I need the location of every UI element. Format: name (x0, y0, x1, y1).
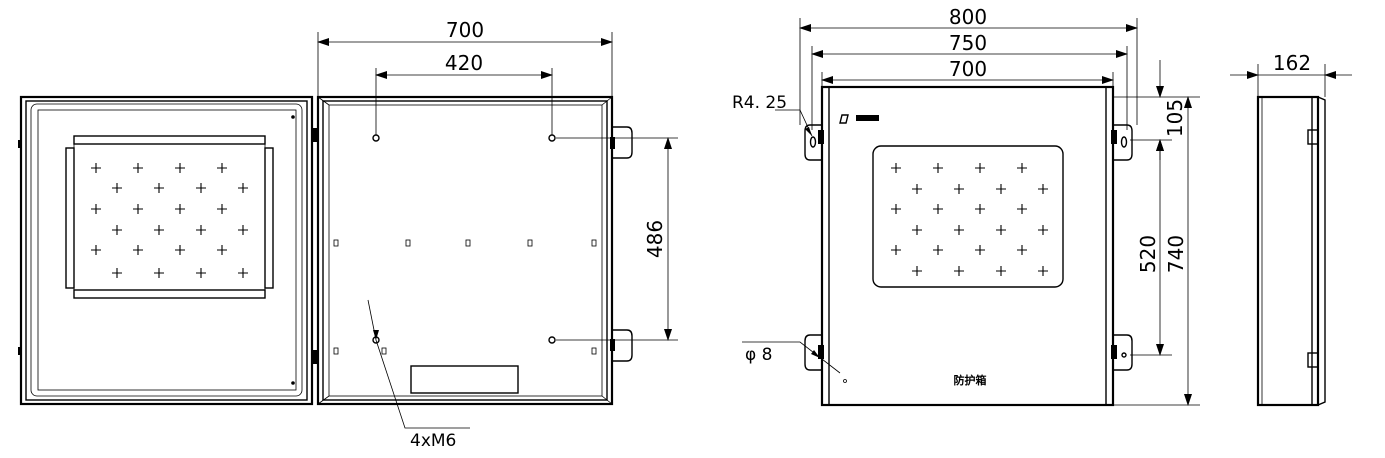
vent-cross (175, 163, 185, 173)
vent-crosses-door (91, 163, 248, 278)
radius-callout: R4. 25 (732, 93, 787, 113)
mounting-holes (372, 134, 556, 344)
vent-cross (217, 163, 227, 173)
vent-cross (933, 204, 943, 214)
side-view: 162 (1230, 51, 1352, 407)
vent-cross (112, 225, 122, 235)
vent-cross (891, 204, 901, 214)
open-door-view (18, 95, 318, 406)
vent-cross (1017, 204, 1027, 214)
vent-cross (196, 225, 206, 235)
dim-height-740: 740 (1164, 235, 1188, 273)
vent-cross (91, 245, 101, 255)
vent-cross (175, 245, 185, 255)
box-interior-view (316, 95, 633, 406)
vent-cross (954, 184, 964, 194)
dim-ear-vertical-520: 520 (1136, 235, 1160, 273)
vent-cross (954, 225, 964, 235)
vent-cross (217, 204, 227, 214)
vent-cross (154, 225, 164, 235)
vent-cross (1017, 245, 1027, 255)
vent-cross (238, 183, 248, 193)
vent-crosses-window (891, 163, 1048, 276)
vent-cross (891, 163, 901, 173)
vent-cross (954, 266, 964, 276)
vent-cross (996, 184, 1006, 194)
vent-cross (112, 183, 122, 193)
vent-cross (175, 204, 185, 214)
dim-hole-spacing-486: 486 (643, 220, 667, 258)
vent-cross (154, 268, 164, 278)
vent-cross (996, 266, 1006, 276)
dim-width-700: 700 (446, 18, 484, 42)
vent-cross (196, 183, 206, 193)
vent-cross (912, 266, 922, 276)
vent-cross (112, 268, 122, 278)
front-view-dimensions: 800 750 700 R4. 25 105 520 740 φ 8 (732, 5, 1200, 406)
hole-callout-4xm6: 4xM6 (410, 431, 456, 451)
nameplate-label: 防护箱 (954, 373, 987, 387)
vent-cross (975, 245, 985, 255)
vent-cross (1038, 266, 1048, 276)
vent-cross (217, 245, 227, 255)
dim-top-offset-105: 105 (1163, 99, 1187, 137)
dim-ear-spacing-750: 750 (949, 31, 987, 55)
vent-cross (933, 245, 943, 255)
vent-cross (975, 163, 985, 173)
vent-cross (1017, 163, 1027, 173)
open-view-dimensions: 700 420 486 4xM6 (317, 18, 678, 451)
dim-body-700: 700 (949, 57, 987, 81)
vent-cross (196, 268, 206, 278)
vent-cross (996, 225, 1006, 235)
mounting-plate (65, 135, 274, 299)
vent-cross (1038, 184, 1048, 194)
vent-cross (133, 163, 143, 173)
vent-cross (154, 183, 164, 193)
dim-overall-800: 800 (949, 5, 987, 29)
vent-cross (238, 225, 248, 235)
vent-cross (912, 184, 922, 194)
vent-cross (133, 245, 143, 255)
front-view: 防护箱 (804, 85, 1133, 407)
vent-cross (91, 204, 101, 214)
vent-cross (891, 245, 901, 255)
vent-cross (1038, 225, 1048, 235)
vent-cross (133, 204, 143, 214)
logo (839, 114, 879, 124)
diameter-callout: φ 8 (745, 345, 772, 365)
dim-depth-162: 162 (1273, 51, 1311, 75)
vent-cross (238, 268, 248, 278)
dim-hole-spacing-420: 420 (445, 51, 483, 75)
vent-cross (933, 163, 943, 173)
vent-cross (975, 204, 985, 214)
vent-cross (912, 225, 922, 235)
vent-cross (91, 163, 101, 173)
